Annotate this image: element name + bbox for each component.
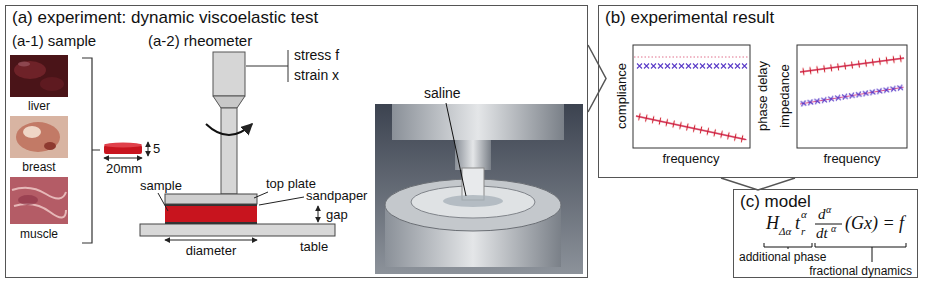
part-label: sample (140, 179, 182, 192)
equation-superscript: α (826, 205, 831, 215)
equation-superscript: α (831, 224, 836, 234)
rheometer-schematic-part (140, 224, 335, 236)
section-label: (a-2) rheometer (148, 33, 252, 48)
rheometer-photo (375, 103, 583, 274)
sample-disc-part (148, 142, 149, 156)
tissue-photos-part (16, 122, 60, 152)
impedance-chart-part (799, 83, 904, 108)
equation-subscript: r (801, 226, 805, 237)
tissue-label: muscle (20, 228, 58, 240)
part-label: saline (424, 86, 461, 100)
compliance-chart-part (633, 45, 750, 148)
impedance-chart-part (797, 45, 907, 148)
dimension: 20mm (106, 162, 142, 175)
tissue-photos-part (10, 116, 68, 158)
dimension: 5 (153, 142, 160, 155)
equation-subscript: Δα (779, 226, 791, 237)
equation-marks-part (815, 224, 842, 225)
rheometer-photo-part (455, 140, 491, 170)
rheometer-schematic-part (165, 222, 257, 224)
sample-disc-part (104, 143, 142, 148)
tissue-photos-part (18, 62, 30, 67)
rheometer-photo-part (392, 104, 564, 140)
rheometer-photo-part (446, 103, 466, 196)
equation-symbol: dt (816, 226, 828, 241)
rheometer-schematic-part (213, 96, 245, 108)
rheometer-schematic-part (213, 52, 245, 96)
annotation: additional phase (739, 251, 826, 263)
rheometer-schematic-part (318, 206, 319, 222)
signal-label: stress f (294, 48, 339, 62)
signal-label: strain x (294, 68, 339, 82)
impedance-chart-part-part (799, 54, 904, 76)
rheometer-schematic-part (165, 194, 257, 204)
axis-label: phase delay (756, 61, 769, 131)
equation-symbol: d (818, 207, 826, 222)
compliance-chart-part (634, 57, 749, 58)
tissue-photos-part (12, 188, 66, 218)
equation-symbol: (Gx) = f (845, 214, 904, 232)
dimension: gap (326, 208, 348, 221)
equation-symbol: H (766, 214, 779, 232)
rheometer-schematic-part (246, 50, 288, 82)
rheometer-schematic-part (165, 240, 257, 241)
dimension: diameter (186, 244, 237, 257)
rheometer-schematic-part (206, 124, 252, 135)
tissue-photos-part (44, 142, 56, 150)
impedance-chart (797, 45, 907, 148)
compliance-chart-part (636, 62, 748, 70)
axis-label: frequency (823, 152, 880, 165)
compliance-chart (633, 45, 750, 148)
rheometer-schematic-part (221, 108, 237, 194)
sample-bracket (82, 58, 100, 243)
impedance-chart-part-part (799, 83, 904, 108)
compliance-chart-part (635, 112, 747, 144)
tissue-label: breast (22, 161, 55, 173)
sample-disc (104, 142, 148, 158)
section-label: (a-1) sample (12, 33, 96, 48)
sample-disc-part (104, 158, 142, 159)
rheometer-schematic-part (165, 206, 257, 222)
tissue-label: liver (28, 100, 50, 112)
tissue-photos-part (40, 77, 64, 91)
equation-marks-part (815, 243, 906, 262)
rheometer-schematic-part (158, 192, 304, 211)
flow-arrow (588, 45, 606, 112)
tissue-photos-part (18, 195, 38, 205)
annotation: fractional dynamics (809, 265, 912, 277)
axis-label: impedance (778, 64, 791, 128)
panel-title: (a) experiment: dynamic viscoelastic tes… (6, 6, 324, 30)
sample-bracket-part (82, 58, 100, 243)
compliance-chart-part-part (636, 62, 748, 70)
tissue-photos-part (23, 126, 41, 138)
rheometer-photo-part (375, 104, 583, 274)
compliance-chart-part-part (635, 112, 746, 143)
equation-marks-part (764, 243, 812, 249)
tissue-photos-part (14, 61, 46, 79)
part-label: sandpaper (306, 189, 367, 202)
equation-superscript: α (801, 209, 807, 220)
impedance-chart-part (799, 54, 904, 76)
tissue-photos (10, 55, 68, 224)
axis-label: compliance (615, 63, 628, 129)
tissue-photos-part (10, 177, 68, 224)
part-label: table (300, 240, 328, 253)
axis-label: frequency (662, 152, 719, 165)
tissue-photos-part (10, 55, 68, 97)
equation-symbol: t (795, 214, 800, 232)
rheometer-photo-part (443, 195, 503, 207)
panel-title: (b) experimental result (599, 6, 780, 30)
